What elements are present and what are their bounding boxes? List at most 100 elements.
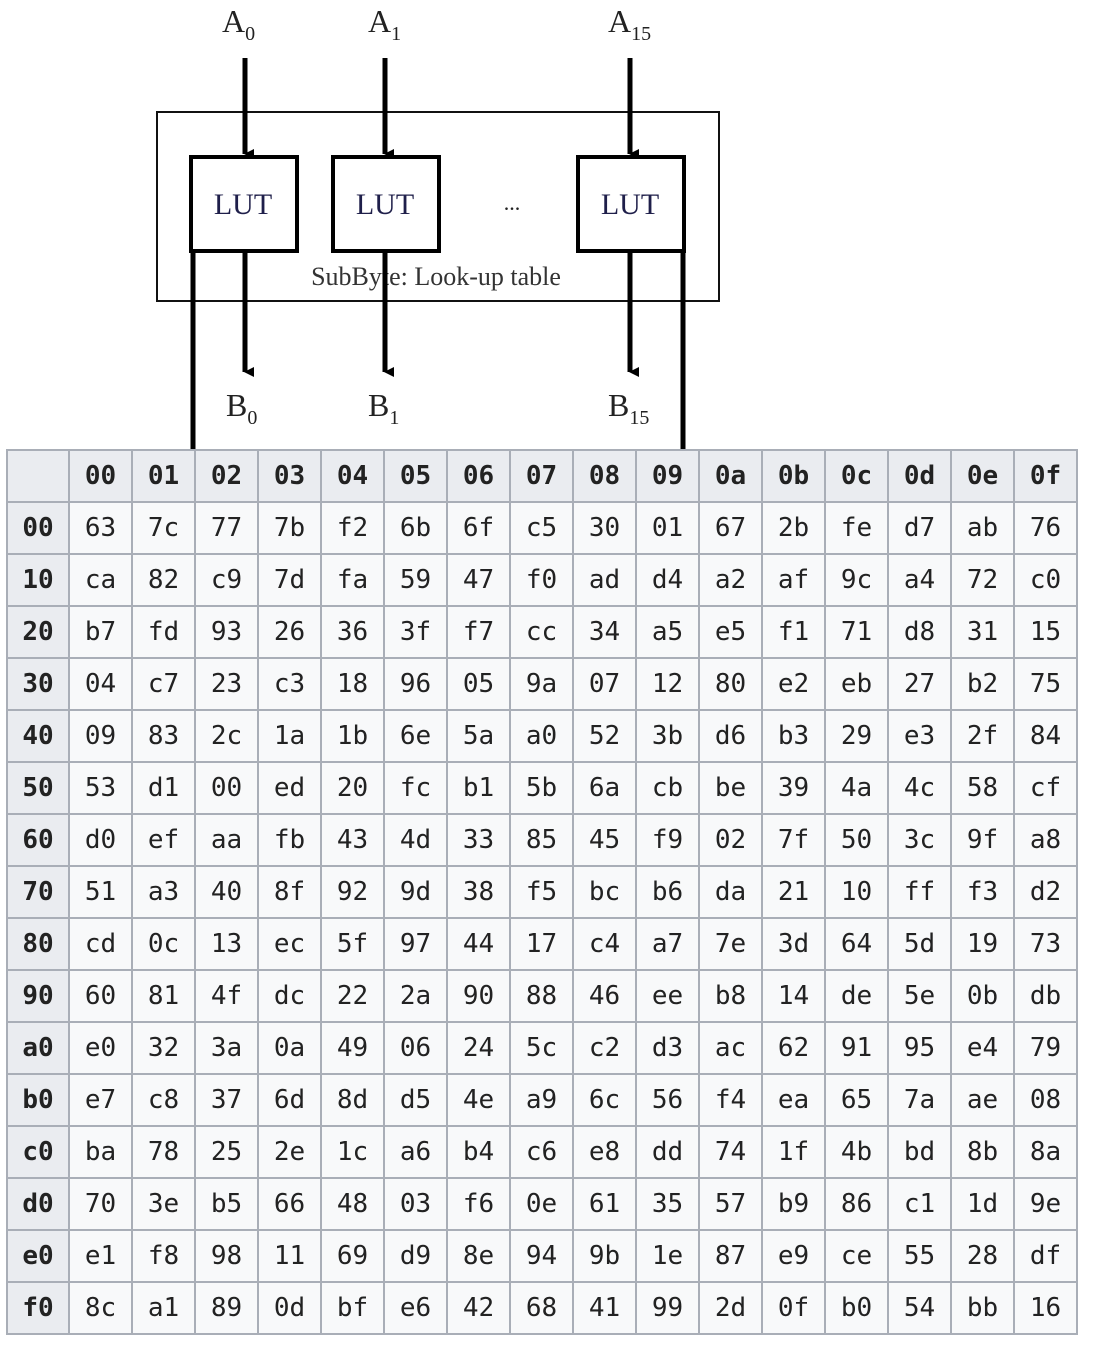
sbox-cell: 8f [257,865,322,919]
sbox-cell: 74 [698,1125,763,1179]
sbox-cell: b4 [446,1125,511,1179]
sbox-cell: 29 [824,709,889,763]
sbox-cell: 37 [194,1073,259,1127]
col-header: 03 [257,449,322,503]
sbox-cell: ff [887,865,952,919]
row-header: 60 [6,813,70,867]
sbox-cell: b1 [446,761,511,815]
sbox-cell: af [761,553,826,607]
sbox-cell: 18 [320,657,385,711]
sbox-cell: 05 [446,657,511,711]
sbox-cell: 46 [572,969,637,1023]
sbox-cell: 7d [257,553,322,607]
sbox-cell: 44 [446,917,511,971]
sbox-cell: d2 [1013,865,1078,919]
sbox-cell: 1b [320,709,385,763]
sbox-cell: 16 [1013,1281,1078,1335]
row-header: 70 [6,865,70,919]
sbox-cell: 7f [761,813,826,867]
sbox-cell: 0c [131,917,196,971]
col-header: 06 [446,449,511,503]
sbox-cell: c7 [131,657,196,711]
sbox-cell: b7 [68,605,133,659]
sbox-cell: be [698,761,763,815]
sbox-cell: 6f [446,501,511,555]
sbox-cell: 5f [320,917,385,971]
sbox-cell: d7 [887,501,952,555]
row-header: 30 [6,657,70,711]
col-header: 09 [635,449,700,503]
sbox-cell: e4 [950,1021,1015,1075]
col-header: 07 [509,449,574,503]
sbox-cell: ae [950,1073,1015,1127]
sbox-cell: 10 [824,865,889,919]
sbox-cell: 06 [383,1021,448,1075]
sbox-cell: 78 [131,1125,196,1179]
col-header: 08 [572,449,637,503]
sbox-cell: 5a [446,709,511,763]
sbox-cell: 97 [383,917,448,971]
sbox-cell: cc [509,605,574,659]
sbox-cell: db [1013,969,1078,1023]
sbox-cell: 15 [1013,605,1078,659]
sbox-cell: 39 [761,761,826,815]
sbox-cell: 1d [950,1177,1015,1231]
sbox-cell: 03 [383,1177,448,1231]
sbox-cell: c5 [509,501,574,555]
sbox-cell: fb [257,813,322,867]
sbox-cell: 1a [257,709,322,763]
row-header: d0 [6,1177,70,1231]
sbox-cell: 3a [194,1021,259,1075]
sbox-cell: 4f [194,969,259,1023]
sbox-cell: 7a [887,1073,952,1127]
row-header: a0 [6,1021,70,1075]
sbox-cell: 25 [194,1125,259,1179]
sbox-cell: 4d [383,813,448,867]
sbox-cell: 7c [131,501,196,555]
sbox-cell: 52 [572,709,637,763]
sbox-cell: 8d [320,1073,385,1127]
sbox-cell: 67 [698,501,763,555]
sbox-cell: 55 [887,1229,952,1283]
sbox-cell: 00 [194,761,259,815]
sbox-cell: df [1013,1229,1078,1283]
sbox-cell: 60 [68,969,133,1023]
sbox-cell: 2d [698,1281,763,1335]
sbox-cell: 86 [824,1177,889,1231]
sbox-cell: 02 [698,813,763,867]
sbox-cell: d1 [131,761,196,815]
sbox-cell: 23 [194,657,259,711]
sbox-cell: eb [824,657,889,711]
sbox-cell: 33 [446,813,511,867]
subbyte-outer-box [156,111,720,302]
sbox-cell: c6 [509,1125,574,1179]
sbox-cell: e1 [68,1229,133,1283]
sbox-cell: a5 [635,605,700,659]
sbox-cell: 11 [257,1229,322,1283]
sbox-cell: 09 [68,709,133,763]
sbox-cell: da [698,865,763,919]
row-header: 40 [6,709,70,763]
sbox-cell: 14 [761,969,826,1023]
lut-label-0: LUT [214,188,272,221]
sbox-cell: 70 [68,1177,133,1231]
sbox-cell: b9 [761,1177,826,1231]
sbox-cell: 87 [698,1229,763,1283]
col-header: 0a [698,449,763,503]
sbox-cell: 30 [572,501,637,555]
sbox-cell: 9d [383,865,448,919]
sbox-cell: c0 [1013,553,1078,607]
sbox-cell: 85 [509,813,574,867]
sbox-cell: f0 [509,553,574,607]
sbox-cell: ec [257,917,322,971]
sbox-cell: 34 [572,605,637,659]
sbox-cell: 59 [383,553,448,607]
